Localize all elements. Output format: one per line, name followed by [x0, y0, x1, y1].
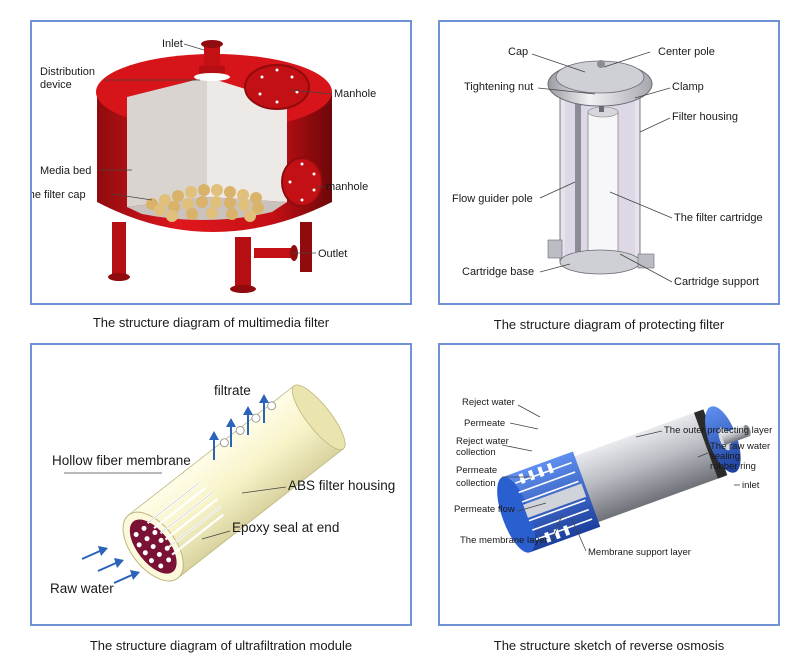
label-flow-guider-pole: Flow guider pole: [452, 193, 533, 205]
label-distribution-device-line2: device: [40, 79, 72, 91]
ultrafiltration-illustration: filtrate Hollow fiber membrane ABS filte…: [50, 383, 395, 596]
label-permeate-flow: Permeate flow: [454, 504, 515, 515]
filter-caps: [146, 184, 264, 222]
label-epoxy-seal: Epoxy seal at end: [232, 520, 339, 535]
outer-protecting-layer: [569, 410, 726, 524]
caption-multimedia-filter: The structure diagram of multimedia filt…: [92, 315, 330, 330]
label-outlet: Outlet: [318, 248, 347, 260]
label-manhole-side: manhole: [326, 181, 368, 193]
label-filtrate: filtrate: [214, 383, 251, 398]
ultrafiltration-panel: filtrate Hollow fiber membrane ABS filte…: [30, 343, 412, 626]
label-membrane-support-layer: Membrane support layer: [588, 547, 691, 558]
label-manhole-top: Manhole: [334, 88, 376, 100]
label-raw-water-seal-line3: rubber ring: [710, 461, 756, 472]
label-media-bed: Media bed: [40, 165, 91, 177]
caption-ultrafiltration: The structure diagram of ultrafiltration…: [89, 638, 353, 653]
label-raw-water-seal-line2: sealing: [710, 451, 740, 462]
label-permeate: Permeate: [464, 418, 505, 429]
inlet-pipe: [204, 44, 220, 66]
label-reject-collection-line1: Reject water: [456, 436, 509, 447]
support-leg: [300, 222, 312, 272]
label-clamp: Clamp: [672, 81, 704, 93]
flow-guider-pole: [575, 102, 581, 252]
label-abs-filter-housing: ABS filter housing: [288, 478, 395, 493]
support-leg: [112, 222, 126, 277]
label-filter-cartridge: The filter cartridge: [674, 212, 763, 224]
media-bed-cutaway: [127, 77, 207, 207]
caption-protecting-filter: The structure diagram of protecting filt…: [493, 317, 725, 332]
label-outer-protecting-layer: The outer protecting layer: [664, 425, 772, 436]
raw-water-arrows: [81, 546, 140, 584]
label-cartridge-base: Cartridge base: [462, 266, 534, 278]
reverse-osmosis-illustration: Reject water Permeate Reject water colle…: [454, 397, 772, 558]
label-raw-water-seal-line1: The raw water: [710, 441, 770, 452]
label-raw-water: Raw water: [50, 581, 114, 596]
label-reject-collection-line2: collection: [456, 447, 496, 458]
caption-reverse-osmosis: The structure sketch of reverse osmosis: [493, 638, 725, 653]
side-manhole: [281, 157, 323, 207]
label-cartridge-support: Cartridge support: [674, 276, 759, 288]
label-filter-housing: Filter housing: [672, 111, 738, 123]
support-leg: [235, 237, 251, 289]
label-filter-cap: The filter cap: [32, 189, 86, 201]
protecting-filter-panel: Cap Center pole Tightening nut Clamp Fil…: [438, 20, 780, 305]
filtrate-arrows: [209, 394, 269, 460]
permeate-tube: [523, 483, 587, 518]
label-permeate-collection-line2: collection: [456, 478, 496, 489]
protecting-filter-illustration: Cap Center pole Tightening nut Clamp Fil…: [452, 46, 763, 288]
label-reject-water: Reject water: [462, 397, 515, 408]
label-cap: Cap: [508, 46, 528, 58]
outlet-nozzle: [637, 253, 655, 269]
multimedia-filter-illustration: Inlet Distribution device Manhole Media …: [32, 38, 376, 293]
multimedia-filter-panel: Inlet Distribution device Manhole Media …: [30, 20, 412, 305]
tightening-nut: [597, 60, 605, 68]
label-tightening-nut: Tightening nut: [464, 81, 533, 93]
label-hollow-fiber-membrane: Hollow fiber membrane: [52, 453, 191, 468]
outlet-pipe: [254, 248, 294, 258]
reverse-osmosis-panel: Reject water Permeate Reject water colle…: [438, 343, 780, 626]
label-membrane-layer: The membrane layer: [460, 535, 548, 546]
filter-cartridge: [587, 111, 619, 253]
label-center-pole: Center pole: [658, 46, 715, 58]
label-permeate-collection-line1: Permeate: [456, 465, 497, 476]
spacer-teeth: [518, 462, 571, 543]
label-distribution-device-line1: Distribution: [40, 66, 95, 78]
label-inlet-ro: inlet: [742, 480, 760, 491]
label-inlet: Inlet: [162, 38, 183, 50]
cartridge-base: [559, 249, 641, 275]
